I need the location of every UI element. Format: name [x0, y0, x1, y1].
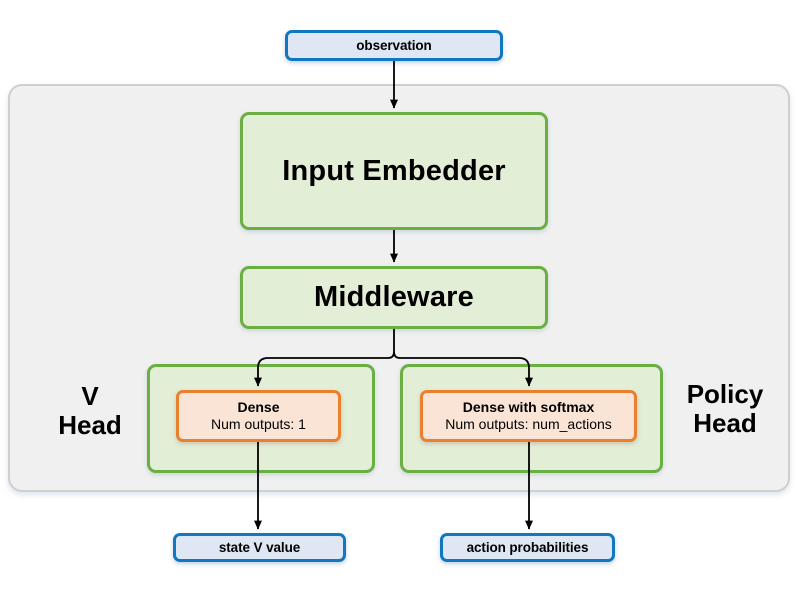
v-head-label: V Head [40, 381, 140, 441]
node-dense-softmax-detail: Num outputs: num_actions [445, 416, 612, 432]
node-input-embedder-label: Input Embedder [282, 154, 506, 187]
v-head-label-line1: V [81, 381, 99, 411]
node-middleware[interactable]: Middleware [240, 266, 548, 329]
node-input-embedder[interactable]: Input Embedder [240, 112, 548, 230]
policy-head-label-line1: Policy [686, 379, 764, 409]
node-observation-label: observation [356, 38, 432, 53]
policy-head-label-line2: Head [693, 408, 757, 439]
node-dense-softmax-title: Dense with softmax [462, 398, 595, 415]
node-observation[interactable]: observation [285, 30, 503, 61]
node-dense-v-detail: Num outputs: 1 [211, 416, 306, 432]
node-action-probabilities[interactable]: action probabilities [440, 533, 615, 562]
v-head-label-line2: Head [58, 410, 122, 441]
node-dense-softmax[interactable]: Dense with softmax Num outputs: num_acti… [420, 390, 637, 442]
node-state-v-value[interactable]: state V value [173, 533, 346, 562]
node-action-probabilities-label: action probabilities [466, 540, 589, 555]
node-dense-v-title: Dense [237, 398, 280, 415]
node-dense-v[interactable]: Dense Num outputs: 1 [176, 390, 341, 442]
node-middleware-label: Middleware [314, 281, 474, 313]
policy-head-label: Policy Head [665, 379, 785, 439]
node-state-v-value-label: state V value [218, 540, 301, 555]
